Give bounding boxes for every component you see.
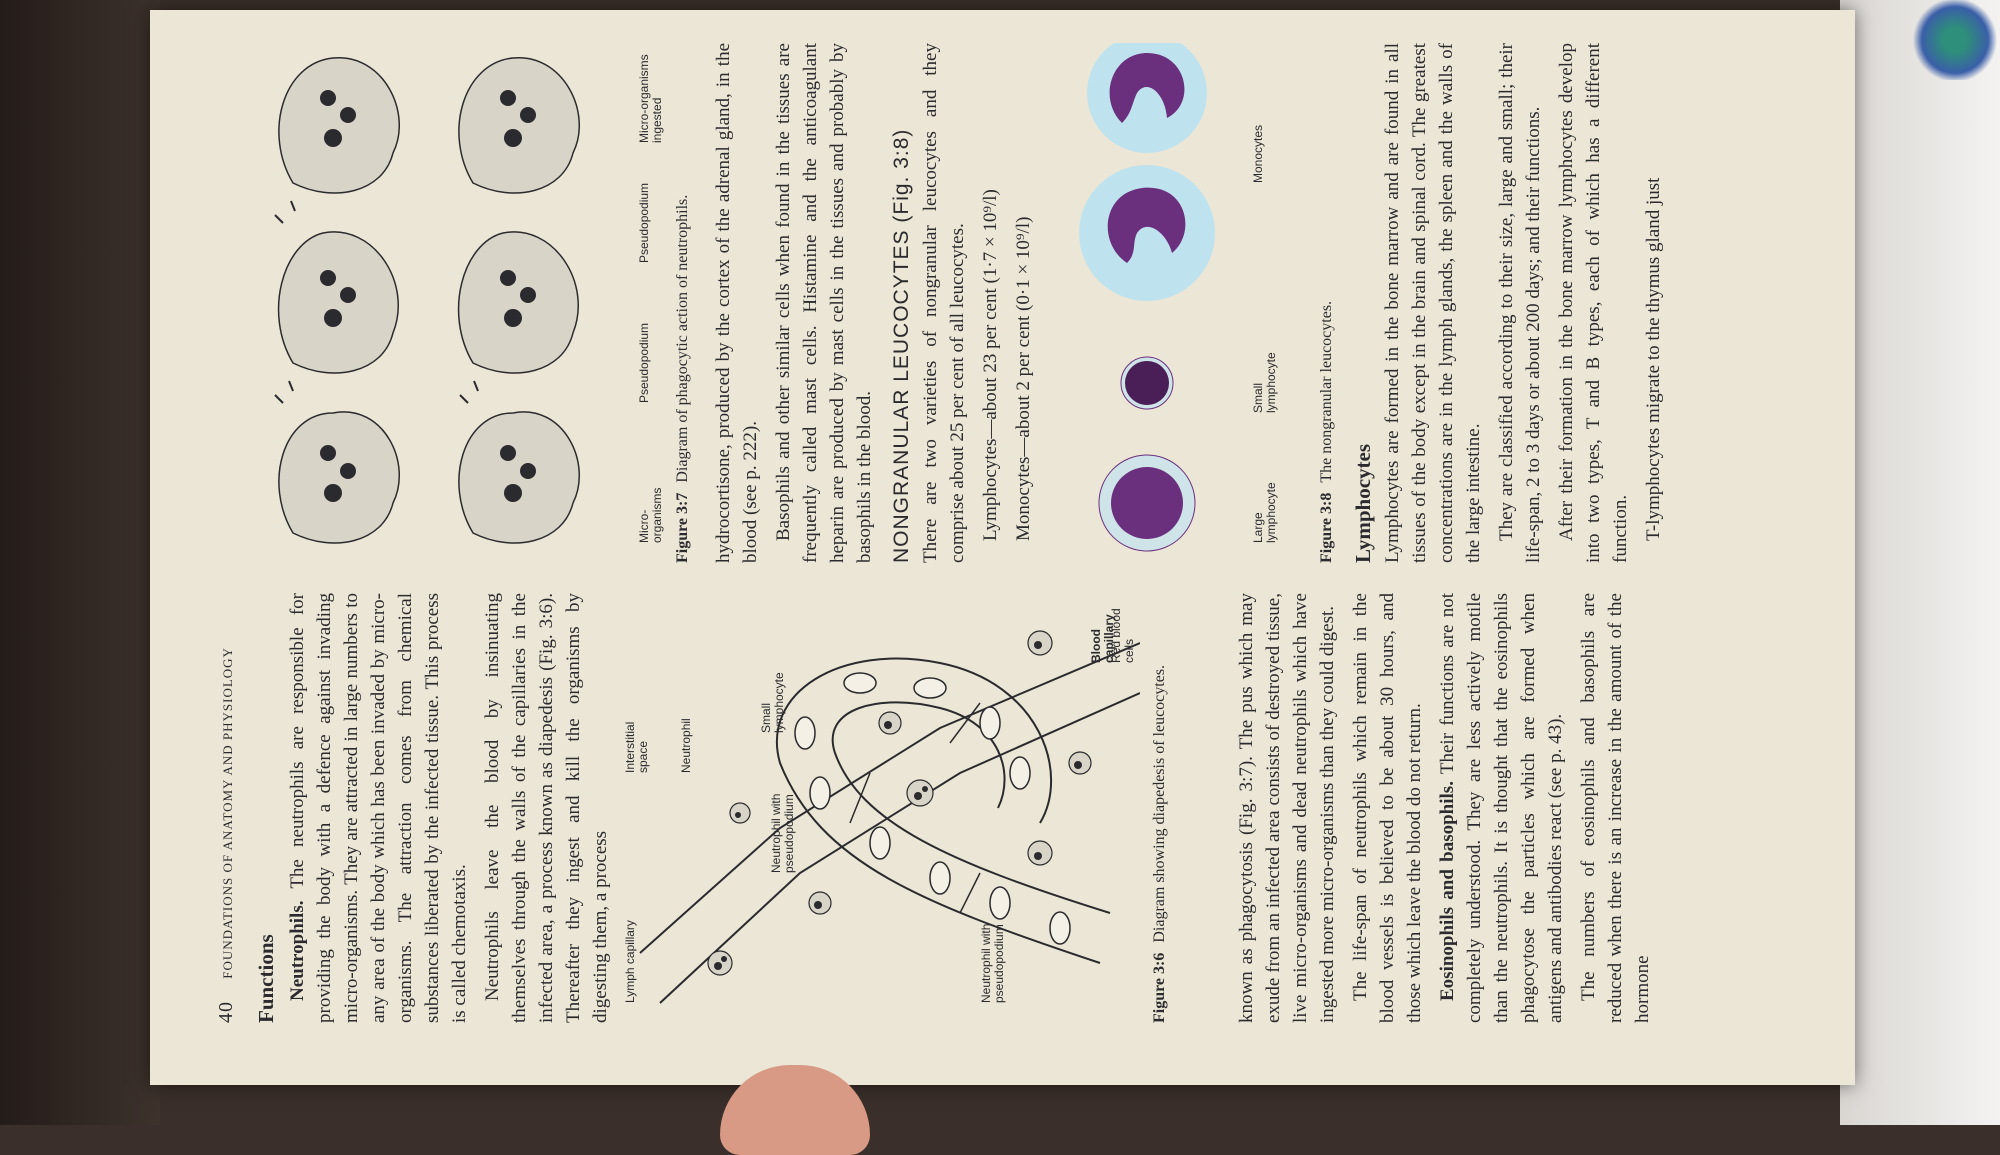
neutrophils-text: The neutrophils are responsible for prov… bbox=[286, 592, 470, 1023]
lymph-capillary-wall bbox=[658, 691, 1140, 1004]
figure-3-8-number: Figure 3:8 bbox=[1317, 492, 1335, 563]
monocyte-count-line: Monocytes—about 2 per cent (0·1 × 10⁹/l) bbox=[1012, 216, 1034, 541]
figure-3-7-number: Figure 3:7 bbox=[673, 492, 691, 563]
phagocytosis-paragraph: known as phagocytosis (Fig. 3:7). The pu… bbox=[1235, 592, 1338, 1023]
monocyte-cell-2 bbox=[1086, 42, 1207, 153]
monocyte-nucleus-2 bbox=[1109, 52, 1184, 123]
eosinophils-lead: Eosinophils and basophils. bbox=[1436, 780, 1458, 1001]
continuation-text: known as phagocytosis (Fig. 3:7). The pu… bbox=[1233, 593, 1662, 1023]
monocyte-cell-1 bbox=[1078, 164, 1215, 301]
running-head: FOUNDATIONS OF ANATOMY AND PHYSIOLOGY bbox=[219, 646, 235, 979]
small-lymphocyte-nucleus bbox=[1124, 360, 1169, 405]
organism-marks bbox=[273, 200, 479, 404]
phagocytosis-diagram bbox=[273, 56, 580, 544]
neutrophil-cells bbox=[277, 56, 580, 544]
lymphocytes-paragraph-1: Lymphocytes are formed in the bone marro… bbox=[1381, 42, 1484, 563]
pseudopodium-label-top: Pseudopodium bbox=[636, 322, 651, 403]
figure-3-7: Micro-organisms Pseudopodium Pseudopodiu… bbox=[253, 43, 664, 563]
figure-3-6-caption: Figure 3:6 Diagram showing diapedesis of … bbox=[1146, 593, 1173, 1023]
blood-capillary-inner bbox=[831, 700, 1110, 914]
small-lymphocyte-label-38: Small lymphocyte bbox=[1250, 351, 1278, 413]
neutrophils-paragraph: Neutrophils. The neutrophils are respons… bbox=[284, 593, 473, 1023]
large-lymphocyte-label: Large lymphocyte bbox=[1250, 481, 1278, 543]
mast-cells-paragraph: Basophils and other similar cells when f… bbox=[772, 42, 875, 563]
running-header: 40 FOUNDATIONS OF ANATOMY AND PHYSIOLOGY bbox=[213, 123, 243, 1023]
figure-3-7-caption: Figure 3:7 Diagram of phagocytic action o… bbox=[669, 43, 696, 563]
eosinophils-paragraph: Eosinophils and basophils. Their functio… bbox=[1434, 593, 1569, 1023]
nongranular-paragraph: There are two varieties of nongranular l… bbox=[919, 42, 968, 563]
background-desk bbox=[0, 0, 160, 1125]
lymph-capillary-label: Lymph capillary bbox=[622, 919, 637, 1003]
neutrophil-label: Neutrophil bbox=[678, 717, 693, 773]
left-column: Functions Neutrophils. The neutrophils a… bbox=[253, 593, 1186, 1023]
leucocytes bbox=[706, 629, 1092, 976]
figure-3-6-number: Figure 3:6 bbox=[1150, 952, 1168, 1023]
figure-3-7-text: Diagram of phagocytic action of neutroph… bbox=[673, 194, 691, 483]
background-cloth bbox=[1840, 0, 2000, 1125]
large-lymphocyte-nucleus bbox=[1110, 466, 1183, 539]
red-blood-cells bbox=[793, 671, 1071, 945]
lymphocytes-paragraph-2: They are classified according to their s… bbox=[1495, 42, 1544, 563]
monocyte-nucleus-1 bbox=[1107, 187, 1185, 263]
nuclei bbox=[319, 89, 536, 502]
lymphocytes-paragraph-4: T-lymphocytes migrate to the thymus glan… bbox=[1642, 177, 1664, 541]
blood-capillary-outer bbox=[775, 657, 1100, 964]
lymphocyte-count-line: Lymphocytes—about 23 per cent (1·7 × 10⁹… bbox=[979, 188, 1001, 541]
lymph-capillary-wall-2 bbox=[638, 641, 1140, 954]
hormone-paragraph: The numbers of eosinophils and basophils… bbox=[1577, 592, 1653, 1023]
small-lymphocyte-label: Small lymphocyte bbox=[758, 671, 786, 733]
monocytes-label: Monocytes bbox=[1250, 124, 1265, 183]
pseudopodium-label-bottom: Pseudopodium bbox=[636, 182, 651, 263]
migration-arrows bbox=[848, 702, 981, 913]
neutrophil-pseudopodium-label: Neutrophil with pseudopodium bbox=[768, 793, 796, 873]
neutrophil-pseudopodium-label-2: Neutrophil with pseudopodium bbox=[978, 923, 1006, 1003]
figure-3-8-caption: Figure 3:8 The nongranular leucocytes. bbox=[1313, 43, 1340, 563]
red-blood-cells-label: Red blood cells bbox=[1108, 607, 1136, 663]
diapedesis-diagram bbox=[638, 629, 1140, 1004]
book-page: 40 FOUNDATIONS OF ANATOMY AND PHYSIOLOGY… bbox=[150, 10, 1855, 1085]
micro-organisms-ingested-label: Micro-organisms ingested bbox=[636, 53, 664, 143]
figure-3-8: Large lymphocyte Small lymphocyte Monocy… bbox=[1047, 42, 1307, 563]
life-span-paragraph: The life-span of neutrophils which remai… bbox=[1349, 592, 1425, 1023]
micro-organisms-label: Micro-organisms bbox=[636, 487, 664, 543]
nongranular-leucocytes-diagram bbox=[1078, 42, 1215, 551]
figure-3-6: Lymph capillary Interstitial space Blood… bbox=[620, 593, 1180, 1023]
hydrocortisone-paragraph: hydrocortisone, produced by the cortex o… bbox=[712, 42, 761, 563]
page-number: 40 bbox=[214, 1000, 237, 1023]
lymphocytes-paragraph-3: After their formation in the bone marrow… bbox=[1555, 42, 1631, 563]
nongranular-heading: NONGRANULAR LEUCOCYTES (Fig. 3:8) bbox=[889, 128, 913, 563]
rotated-page-content: 40 FOUNDATIONS OF ANATOMY AND PHYSIOLOGY… bbox=[183, 33, 1823, 1063]
diapedesis-paragraph: Neutrophils leave the blood by insinuati… bbox=[481, 592, 611, 1023]
lymphocytes-heading: Lymphocytes bbox=[1350, 443, 1375, 563]
neutrophils-lead: Neutrophils. bbox=[286, 900, 308, 1001]
interstitial-space-label: Interstitial space bbox=[622, 721, 650, 773]
right-column: Micro-organisms Pseudopodium Pseudopodiu… bbox=[253, 42, 1673, 563]
figure-3-6-text: Diagram showing diapedesis of leucocytes… bbox=[1150, 664, 1168, 943]
functions-heading: Functions bbox=[253, 933, 278, 1023]
leucocyte-nuclei bbox=[713, 640, 1082, 970]
figure-3-8-text: The nongranular leucocytes. bbox=[1317, 300, 1335, 483]
